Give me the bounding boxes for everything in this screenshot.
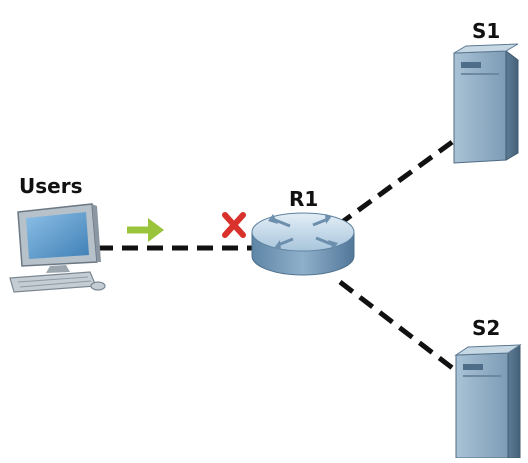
link-r1-s2: [338, 280, 457, 372]
x-mark-icon: [222, 212, 246, 238]
server-icon[interactable]: [454, 344, 522, 459]
users-label: Users: [19, 174, 83, 198]
links: [97, 137, 457, 372]
server2-label: S2: [472, 316, 501, 340]
server-icon[interactable]: [453, 43, 519, 164]
server1-label: S1: [472, 19, 501, 43]
router-label: R1: [289, 187, 319, 211]
pc-icon[interactable]: [9, 203, 106, 293]
link-r1-s1: [336, 137, 457, 228]
right-arrow-icon: [127, 218, 164, 242]
router-icon[interactable]: [251, 212, 355, 276]
